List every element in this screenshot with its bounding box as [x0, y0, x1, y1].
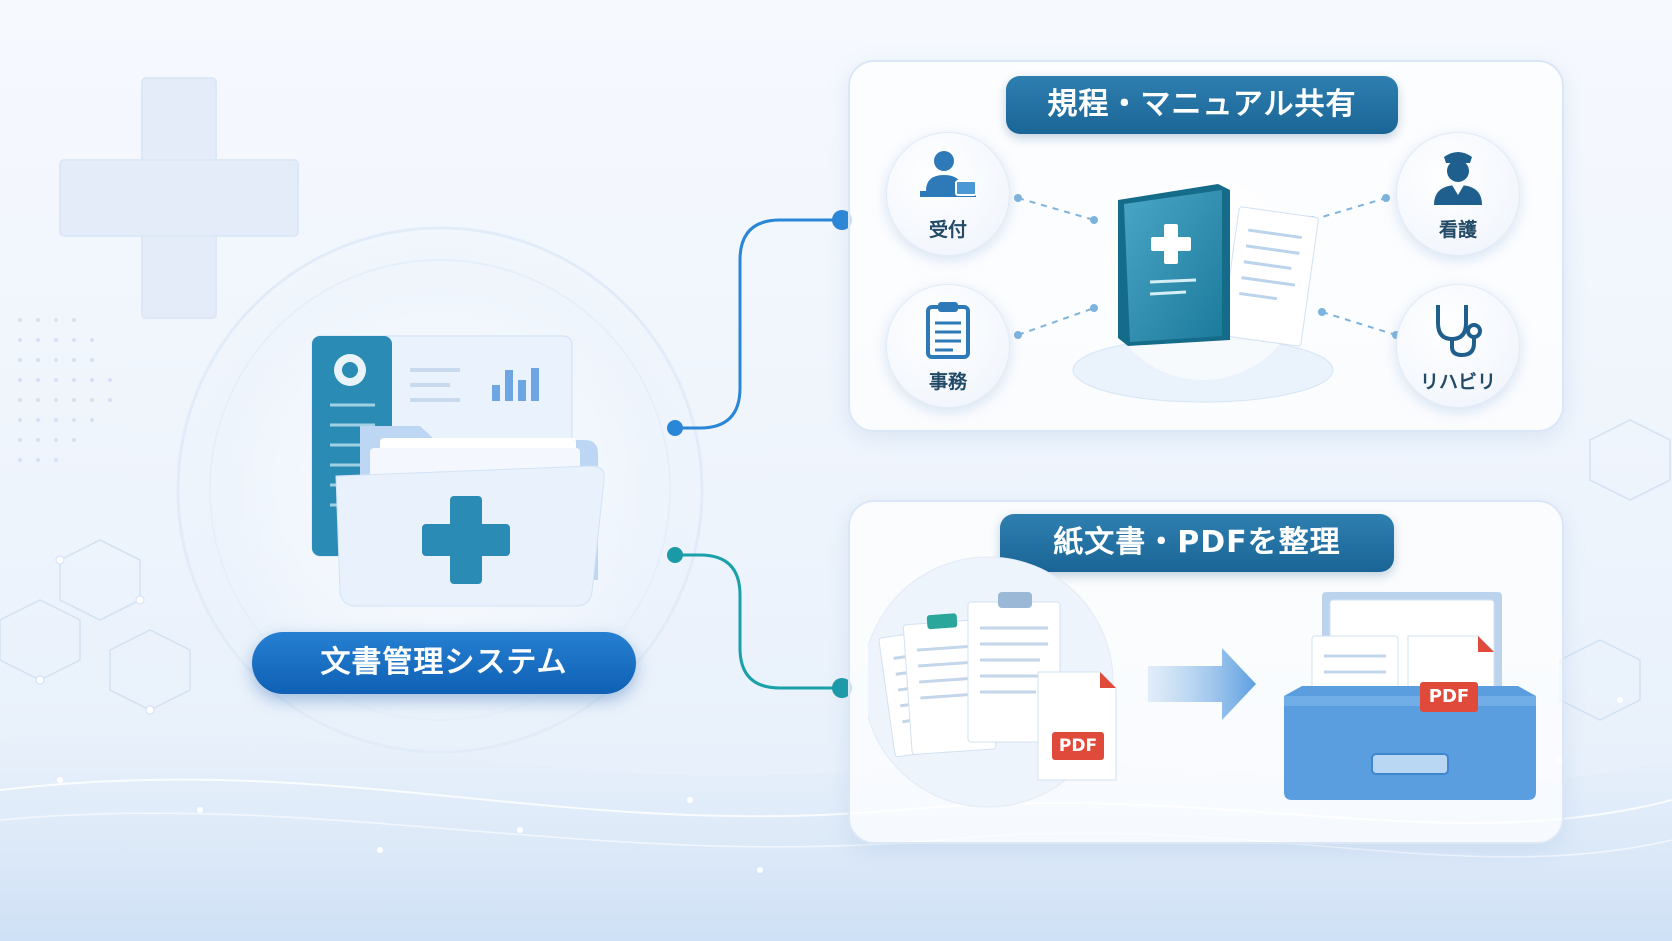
role-reception-label: 受付 [928, 219, 967, 241]
pdf-label: PDF [1420, 682, 1478, 712]
organize-title: 紙文書・PDFを整理 [1000, 514, 1394, 572]
role-reception[interactable]: 受付 [886, 132, 1010, 256]
connector-dot [667, 420, 683, 436]
connector-dot [667, 547, 683, 563]
connector-dot [832, 678, 852, 698]
file-box-illustration: PDF [1282, 586, 1538, 806]
document-system-label[interactable]: 文書管理システム [252, 632, 636, 694]
sharing-title: 規程・マニュアル共有 [1006, 76, 1398, 134]
arrow-right-icon [1148, 648, 1256, 720]
role-office-label: 事務 [928, 371, 967, 393]
faint-cross-icon [59, 77, 299, 319]
paper-documents-illustration: PDF [862, 552, 1138, 832]
stethoscope-icon [1436, 305, 1482, 358]
role-office[interactable]: 事務 [886, 284, 1010, 408]
role-nursing-label: 看護 [1438, 219, 1477, 241]
nurse-icon [1434, 152, 1482, 205]
pdf-label: PDF [1052, 732, 1104, 760]
manual-book-icon [1068, 170, 1338, 410]
role-rehab-label: リハビリ [1419, 371, 1496, 393]
role-nursing[interactable]: 看護 [1396, 132, 1520, 256]
connector-dot [832, 210, 852, 230]
clipboard-icon [926, 302, 970, 359]
receptionist-icon [920, 151, 977, 197]
document-system-illustration [300, 330, 620, 620]
role-rehab[interactable]: リハビリ [1396, 284, 1520, 408]
